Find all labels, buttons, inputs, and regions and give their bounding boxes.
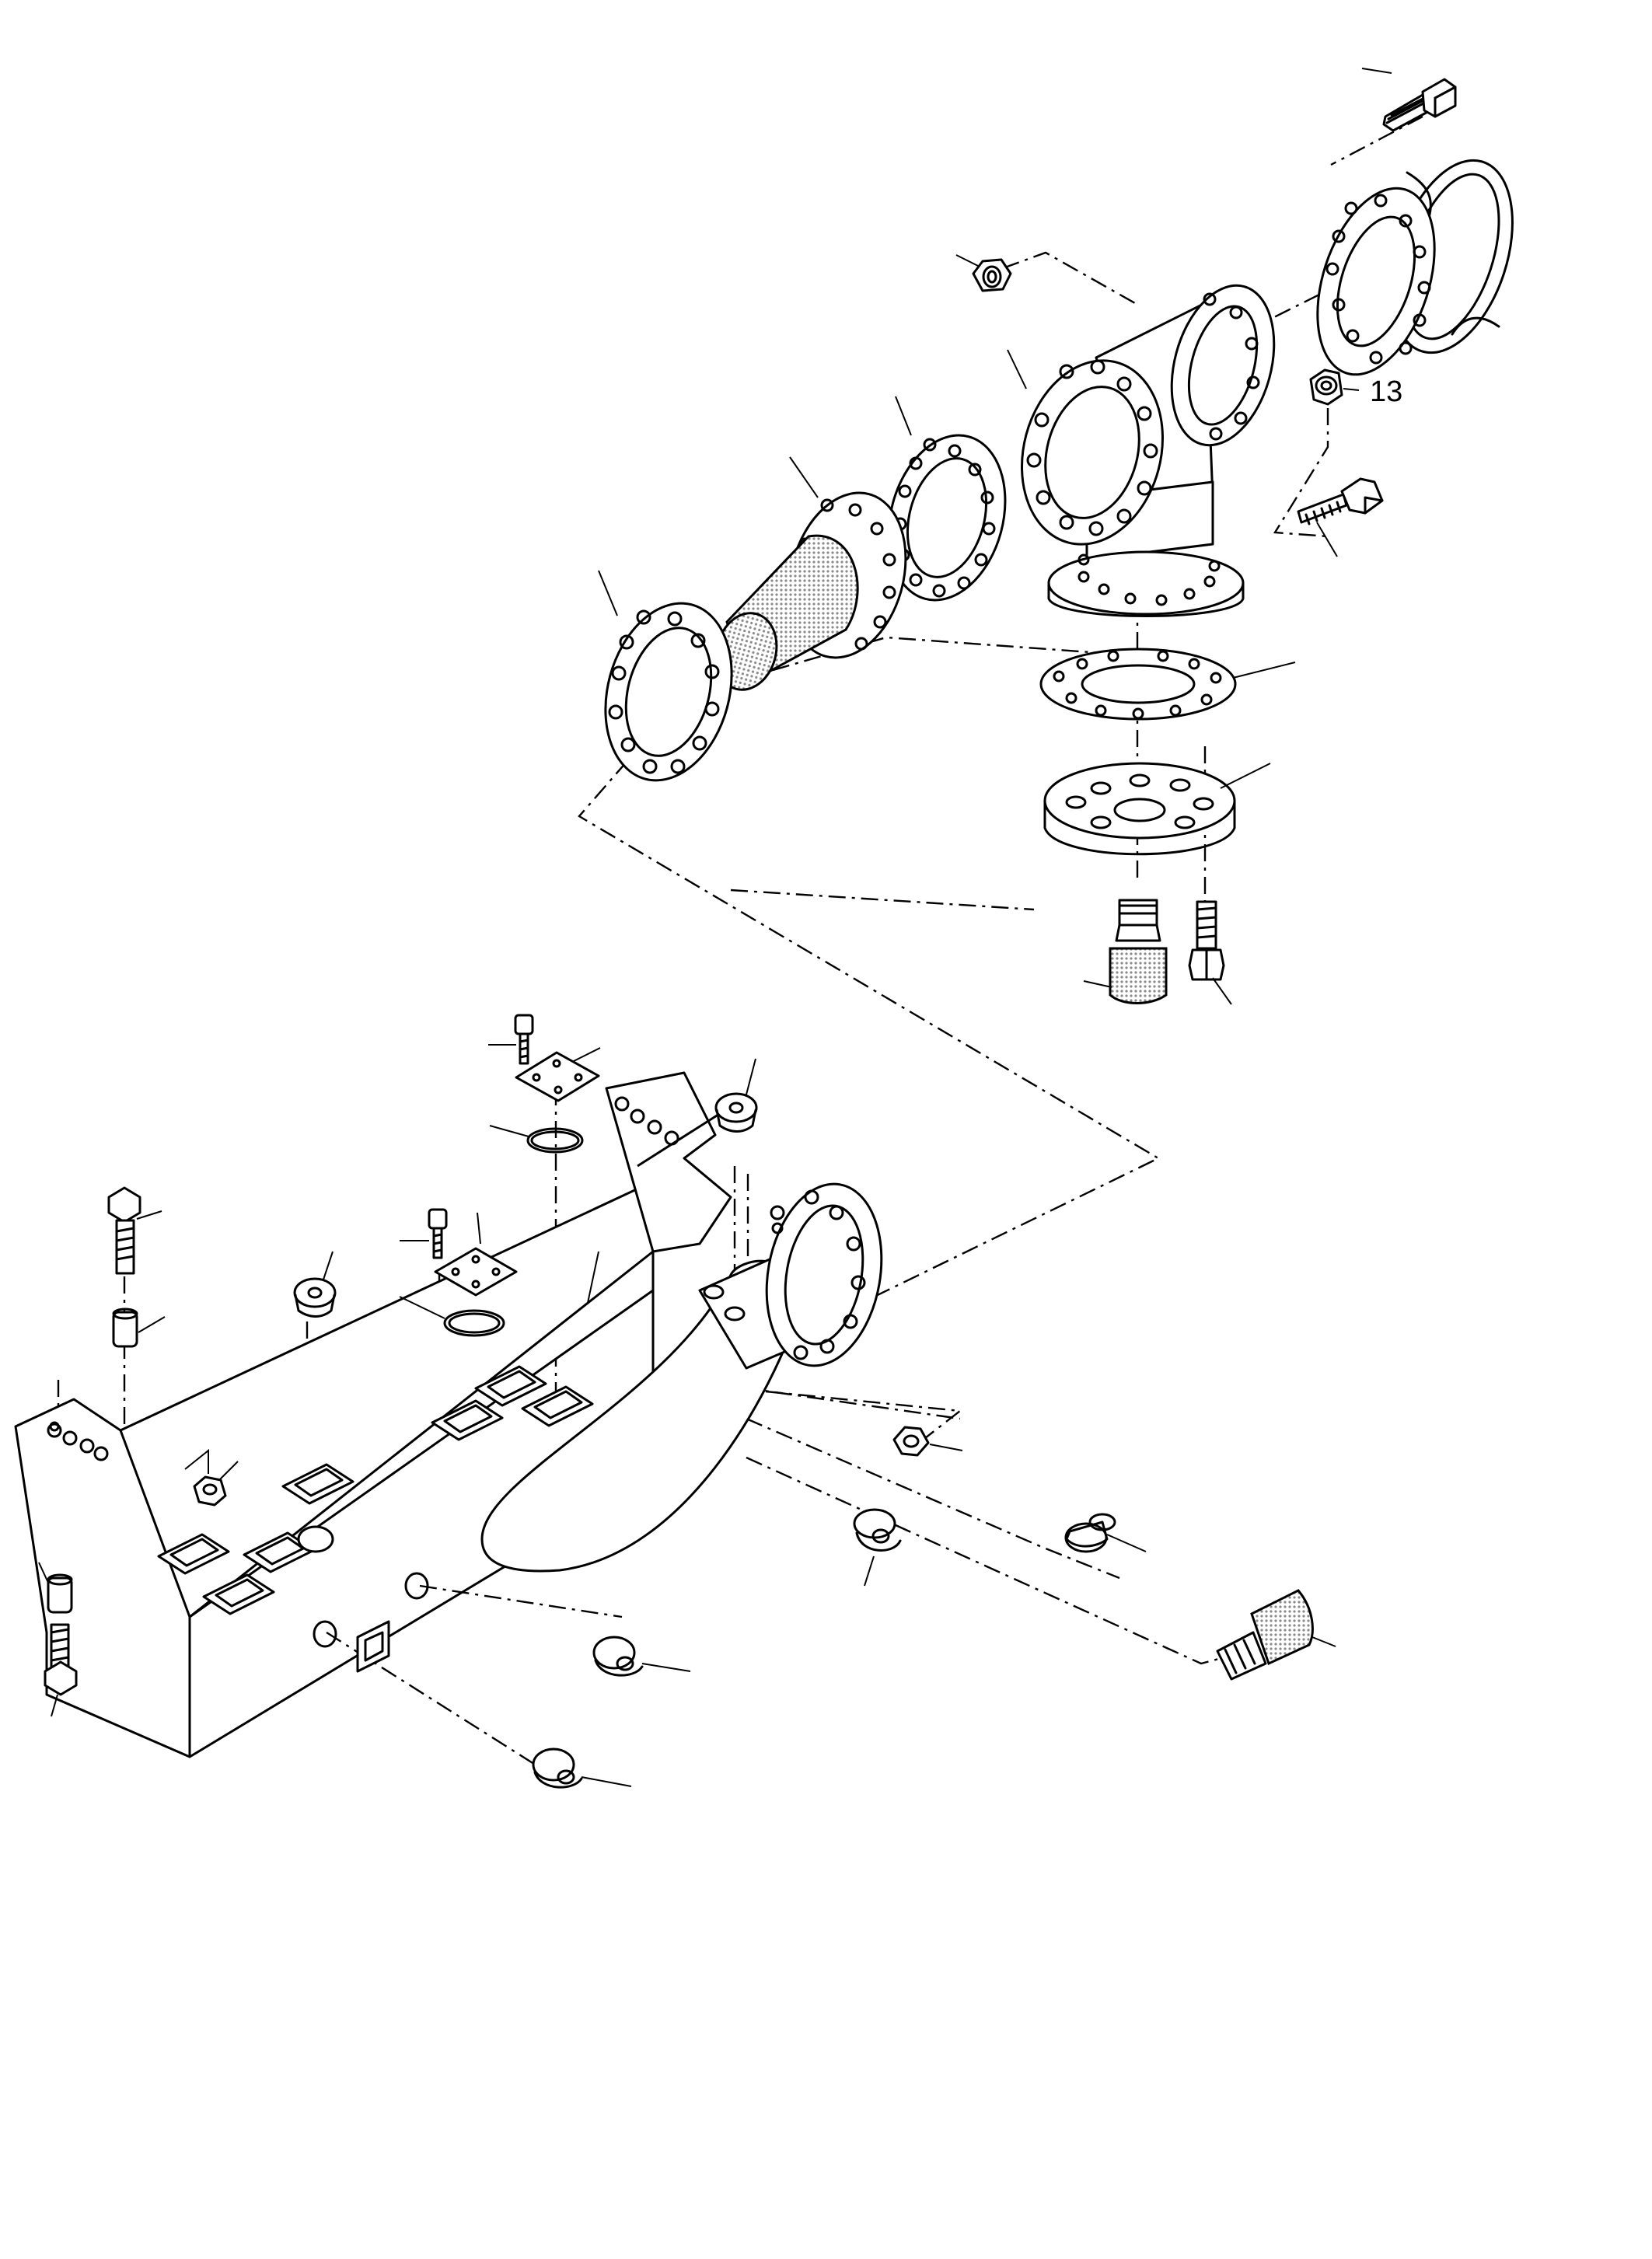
cover-pads — [157, 1365, 594, 1673]
plug-left — [293, 1277, 337, 1318]
leader-line — [581, 1776, 632, 1787]
nut-right — [892, 1426, 930, 1457]
callout-label-13: 13 — [1370, 375, 1402, 408]
socket-screw-lower — [428, 1208, 448, 1259]
plug-bottom-2 — [532, 1747, 583, 1789]
bolt-left — [107, 1186, 141, 1275]
leader-line — [1007, 349, 1027, 389]
leader-line — [789, 456, 819, 498]
leader-line — [1083, 980, 1112, 988]
pipe-coupling — [1316, 159, 1514, 376]
leader-line — [218, 1461, 239, 1481]
hex-bolt-small — [1188, 900, 1225, 981]
o-ring-lower — [443, 1309, 505, 1337]
leader-line — [1106, 1534, 1147, 1552]
gasket-lower — [1039, 648, 1237, 721]
flange-gasket — [887, 434, 1007, 602]
leader-line — [746, 1058, 756, 1095]
leader-line — [895, 396, 912, 436]
plug-right-2 — [853, 1508, 902, 1552]
leader-line — [1343, 388, 1360, 391]
leader-line — [136, 1210, 162, 1220]
leader-line — [641, 1663, 691, 1672]
cover-plate-lower — [434, 1247, 518, 1297]
leader-line — [571, 1047, 601, 1063]
leader-line — [1212, 977, 1232, 1005]
leader-line — [51, 1694, 58, 1717]
leader-line — [864, 1555, 875, 1587]
leader-line — [184, 1448, 209, 1474]
leader-line — [598, 570, 618, 616]
plug-right-1 — [1064, 1513, 1116, 1553]
socket-screw-upper — [514, 1014, 534, 1065]
hose-fitting-top — [1109, 899, 1168, 1004]
leader-line — [955, 254, 979, 267]
hex-bolt-right — [1297, 477, 1384, 525]
leader-line — [1361, 68, 1392, 74]
o-ring-upper — [526, 1127, 584, 1154]
flange-ring-left — [604, 602, 733, 782]
leader-line — [323, 1251, 334, 1280]
cone-strainer — [714, 491, 907, 691]
leader-line — [489, 1125, 529, 1137]
tee-fitting — [1021, 284, 1276, 617]
leader-line — [1232, 662, 1296, 679]
bushing-left — [112, 1308, 138, 1348]
nut-housing — [193, 1475, 227, 1507]
leader-line — [1220, 763, 1271, 789]
leader-line — [587, 1251, 599, 1304]
hex-bolt-top — [1382, 78, 1457, 132]
leader-line — [477, 1212, 481, 1245]
leader-line — [1316, 522, 1338, 557]
hex-nut-13 — [1309, 368, 1343, 406]
leader-line — [399, 1296, 445, 1319]
hex-nut — [972, 258, 1012, 292]
spacer-low — [47, 1573, 73, 1614]
leader-line — [929, 1444, 963, 1451]
leader-line — [138, 1316, 166, 1333]
cover-plate-upper — [515, 1051, 600, 1102]
plug-top — [714, 1092, 758, 1133]
quick-coupler-right — [1216, 1589, 1314, 1681]
axle-housing — [14, 1071, 883, 1758]
bolt-low — [44, 1623, 78, 1696]
plug-bottom-1 — [592, 1636, 644, 1677]
leader-line — [38, 1562, 49, 1583]
leader-line — [1311, 1636, 1336, 1647]
flange-plate — [1043, 762, 1236, 856]
